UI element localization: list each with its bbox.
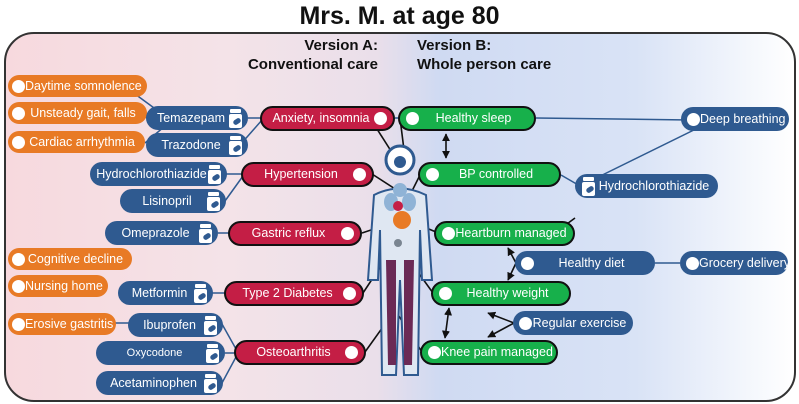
med-omeprazole: Omeprazole — [105, 221, 218, 245]
condition-osteoarthritis: Osteoarthritis — [234, 340, 366, 365]
version-a-heading: Version A: Conventional care — [150, 36, 378, 74]
intervention-grocery: Grocery delivery — [680, 251, 790, 275]
version-b-label: Version B: — [417, 37, 492, 54]
circle-icon — [439, 287, 452, 300]
intervention-breathing: Deep breathing — [681, 107, 789, 131]
intervention-hydrochlorothiazide: Hydrochlorothiazide — [575, 174, 718, 198]
circle-icon — [426, 168, 439, 181]
right-leg-icon — [404, 260, 414, 365]
circle-icon — [12, 106, 25, 120]
condition-reflux: Gastric reflux — [228, 221, 362, 246]
torso-icon — [366, 187, 434, 376]
circle-icon — [353, 168, 366, 181]
pill-bottle-icon — [205, 343, 220, 363]
pill-bottle-icon — [228, 135, 243, 155]
med-lisinopril: Lisinopril — [120, 189, 226, 213]
diagram-title: Mrs. M. at age 80 — [299, 2, 500, 30]
circle-icon — [406, 112, 419, 125]
stomach-icon — [393, 211, 411, 229]
med-ibuprofen: Ibuprofen — [128, 313, 223, 337]
pill-bottle-icon — [198, 223, 213, 243]
circle-icon — [519, 316, 532, 330]
outcome-bp: BP controlled — [418, 162, 561, 187]
outcome-knee: Knee pain managed — [420, 340, 558, 365]
circle-icon — [12, 317, 25, 331]
pill-bottle-icon — [581, 176, 596, 196]
intervention-diet: Healthy diet — [515, 251, 655, 275]
version-a-label: Version A: — [304, 37, 378, 54]
side-effect-cognitive: Cognitive decline — [8, 248, 132, 270]
med-acetaminophen: Acetaminophen — [96, 371, 223, 395]
throat-icon — [393, 183, 407, 197]
circle-icon — [12, 279, 25, 293]
intervention-exercise: Regular exercise — [513, 311, 633, 335]
pill-bottle-icon — [207, 164, 222, 184]
version-b-heading: Version B: Whole person care — [417, 36, 657, 74]
version-a-subtitle: Conventional care — [247, 56, 378, 73]
side-effect-nursing: Nursing home — [8, 275, 108, 297]
side-effect-somnolence: Daytime somnolence — [8, 75, 147, 97]
heart-icon — [393, 201, 403, 211]
pill-bottle-icon — [203, 373, 218, 393]
outcome-heartburn: Heartburn managed — [434, 221, 575, 246]
circle-icon — [343, 287, 356, 300]
outcome-sleep: Healthy sleep — [398, 106, 536, 131]
circle-icon — [521, 256, 534, 270]
med-trazodone: Trazodone — [146, 133, 248, 157]
circle-icon — [12, 252, 25, 266]
pill-bottle-icon — [203, 315, 218, 335]
circle-icon — [341, 227, 354, 240]
condition-diabetes: Type 2 Diabetes — [224, 281, 364, 306]
condition-anxiety: Anxiety, insomnia — [260, 106, 395, 131]
circle-icon — [12, 135, 25, 149]
circle-icon — [687, 112, 700, 126]
side-effect-gait: Unsteady gait, falls — [8, 102, 147, 124]
side-effect-gastritis: Erosive gastritis — [8, 313, 116, 335]
pill-bottle-icon — [206, 191, 221, 211]
outcome-weight: Healthy weight — [431, 281, 571, 306]
circle-icon — [428, 346, 441, 359]
circle-icon — [686, 256, 699, 270]
med-oxycodone: Oxycodone — [96, 341, 225, 365]
left-leg-icon — [386, 260, 396, 365]
body-figure — [366, 144, 434, 376]
circle-icon — [345, 346, 358, 359]
med-hydrochlorothiazide: Hydrochlorothiazide — [90, 162, 227, 186]
pill-bottle-icon — [193, 283, 208, 303]
version-b-subtitle: Whole person care — [417, 56, 552, 73]
pill-bottle-icon — [228, 108, 243, 128]
circle-icon — [442, 227, 455, 240]
med-temazepam: Temazepam — [146, 106, 248, 130]
med-metformin: Metformin — [118, 281, 213, 305]
side-effect-arrhythmia: Cardiac arrhythmia — [8, 131, 145, 153]
circle-icon — [12, 79, 25, 93]
condition-hypertension: Hypertension — [241, 162, 374, 187]
circle-icon — [374, 112, 387, 125]
brain-icon — [394, 156, 406, 168]
